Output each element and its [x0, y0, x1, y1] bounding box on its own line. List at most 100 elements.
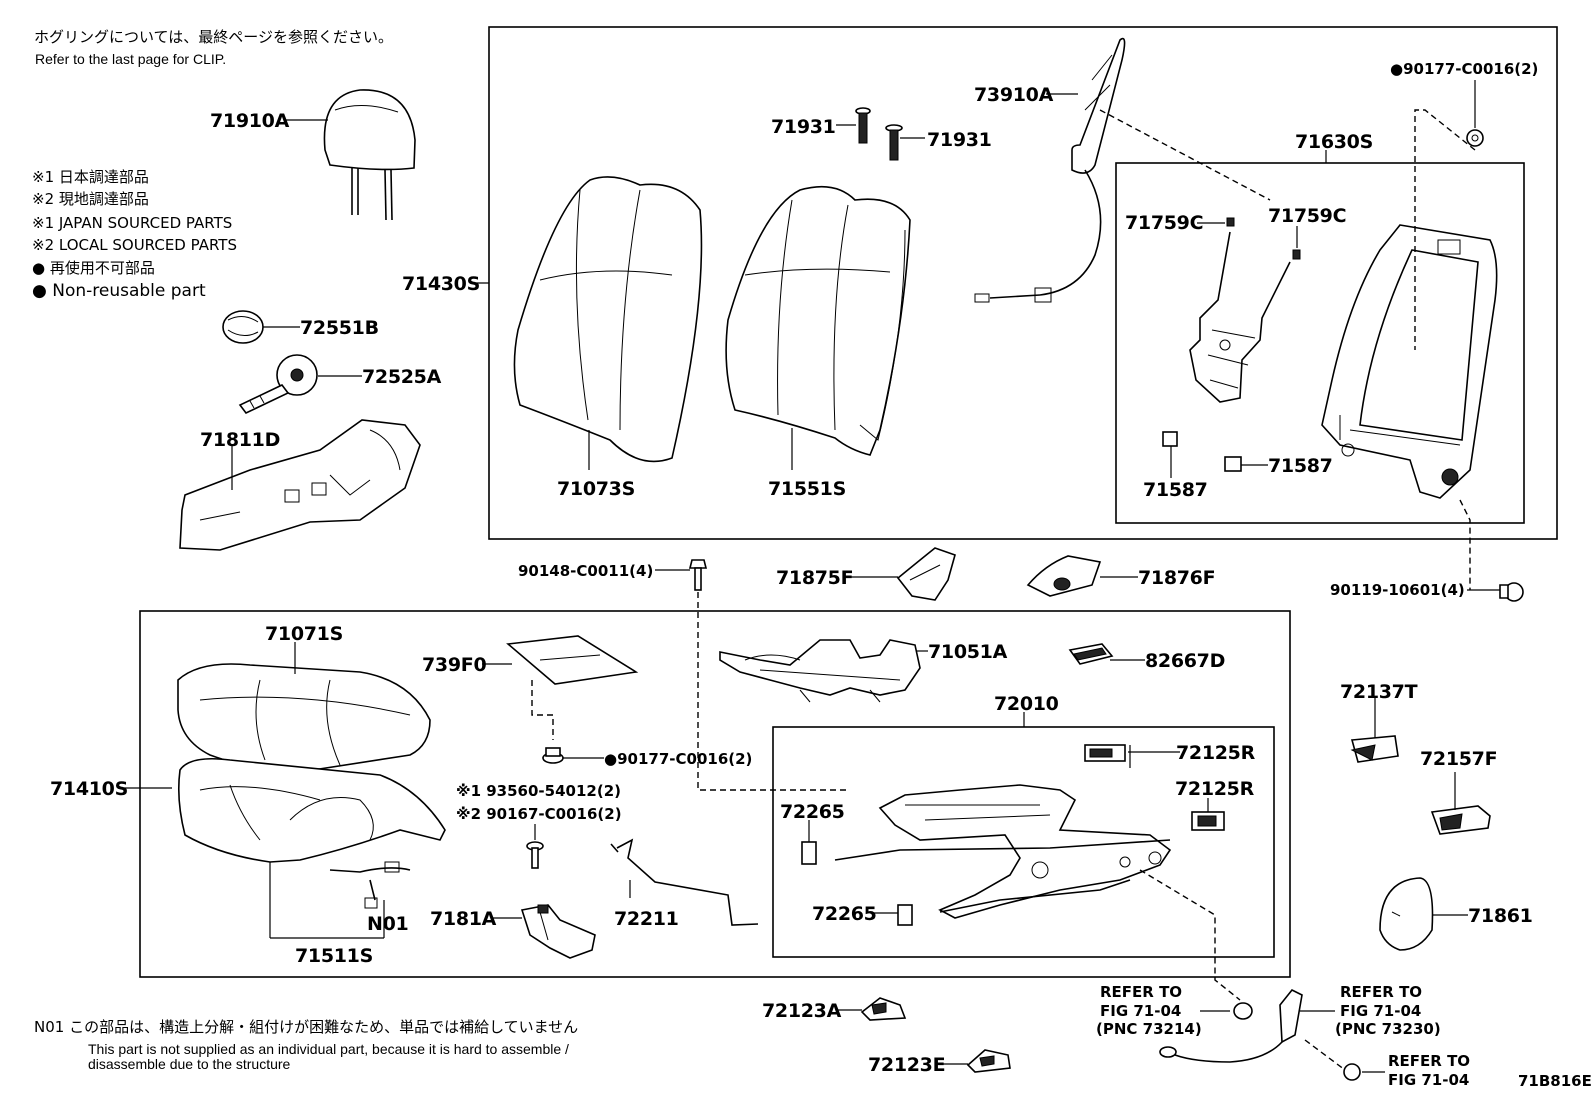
lumbar-support-part[interactable]	[1189, 231, 1291, 403]
clip-part-71759C-a[interactable]	[1226, 217, 1235, 227]
clip-part-82667D[interactable]	[1068, 643, 1114, 665]
nut-part-bottom[interactable]	[1343, 1063, 1361, 1081]
legend-local-jp: ※2 現地調達部品	[32, 190, 149, 208]
headrest-part[interactable]	[323, 89, 416, 221]
clip-note-en: Refer to the last page for CLIP.	[35, 51, 226, 67]
label-739F0: 739F0	[422, 654, 486, 676]
clip-part-72265-a[interactable]	[801, 841, 817, 865]
label-72123A: 72123A	[762, 1000, 842, 1022]
refer-2-line-2[interactable]: FIG 71-04	[1340, 1002, 1421, 1020]
label-72125R-b: 72125R	[1175, 778, 1255, 800]
label-72525A: 72525A	[362, 366, 442, 388]
label-71551S: 71551S	[768, 478, 846, 500]
label-71630S: 71630S	[1295, 131, 1373, 153]
refer-3-line-2[interactable]: FIG 71-04	[1388, 1071, 1469, 1089]
pin-part-a[interactable]	[855, 107, 871, 144]
sheet-part-739F0[interactable]	[506, 635, 639, 685]
refer-1-line-3[interactable]: (PNC 73214)	[1096, 1020, 1202, 1038]
cover-part-72137T[interactable]	[1350, 735, 1399, 763]
label-72211: 72211	[614, 908, 679, 930]
label-71071S: 71071S	[265, 623, 343, 645]
seat-adjuster-part[interactable]	[834, 784, 1172, 919]
refer-3-line-1[interactable]: REFER TO	[1388, 1052, 1470, 1070]
label-72265-b: 72265	[812, 903, 877, 925]
cushion-pad-part[interactable]	[177, 757, 446, 863]
cover-part-72157F[interactable]	[1430, 805, 1491, 835]
bolt-part-90148[interactable]	[688, 559, 708, 591]
refer-2-line-3[interactable]: (PNC 73230)	[1335, 1020, 1441, 1038]
clip-part-71759C-b[interactable]	[1292, 249, 1301, 260]
seatback-frame-group-box	[1115, 162, 1525, 524]
screw-part[interactable]	[526, 841, 544, 869]
clip-part-72265-b[interactable]	[897, 904, 913, 926]
cover-part-72123A[interactable]	[860, 997, 907, 1021]
nut-part-middle[interactable]	[542, 747, 564, 764]
label-71073S: 71073S	[557, 478, 635, 500]
label-7181A: 7181A	[430, 908, 497, 930]
figure-id: 71B816E	[1518, 1072, 1592, 1090]
label-72157F: 72157F	[1420, 748, 1497, 770]
recliner-lever-part[interactable]	[238, 354, 318, 415]
label-71051A: 71051A	[928, 641, 1008, 663]
cover-part-72123E[interactable]	[966, 1049, 1011, 1073]
label-90148: 90148-C0011(4)	[518, 562, 653, 580]
pin-part-b[interactable]	[885, 124, 903, 161]
legend-nonreuse-en: ● Non-reusable part	[32, 281, 206, 301]
label-73910A: 73910A	[974, 84, 1054, 106]
bracket-part-7181A[interactable]	[520, 904, 596, 959]
label-90119: 90119-10601(4)	[1330, 581, 1465, 599]
clip-part-71587-b[interactable]	[1224, 456, 1242, 472]
label-71861: 71861	[1468, 905, 1533, 927]
label-71587-b: 71587	[1268, 455, 1333, 477]
label-72137T: 72137T	[1340, 681, 1418, 703]
wire-harness-part-N01[interactable]	[329, 861, 411, 909]
label-72265-a: 72265	[780, 801, 845, 823]
cushion-cover-part[interactable]	[177, 663, 431, 773]
refer-2-line-1[interactable]: REFER TO	[1340, 983, 1422, 1001]
refer-1-line-2[interactable]: FIG 71-04	[1100, 1002, 1181, 1020]
label-71430S: 71430S	[402, 273, 480, 295]
cover-part-71861[interactable]	[1379, 877, 1434, 951]
label-71876F: 71876F	[1138, 567, 1215, 589]
seatback-pad-part[interactable]	[725, 185, 911, 456]
nut-part-top[interactable]	[1466, 129, 1484, 147]
label-93560: ※1 93560-54012(2)	[456, 782, 621, 800]
label-72125R-a: 72125R	[1176, 742, 1256, 764]
cover-part-71876F[interactable]	[1026, 555, 1102, 597]
bolt-part-90119[interactable]	[1499, 582, 1524, 602]
cover-part-71875F[interactable]	[896, 547, 956, 601]
n01-note-en-2: disassemble due to the structure	[88, 1056, 291, 1072]
label-71931-b: 71931	[927, 129, 992, 151]
seatback-frame-part[interactable]	[1321, 224, 1498, 499]
label-72123E: 72123E	[868, 1054, 945, 1076]
rod-part-72211[interactable]	[610, 838, 759, 926]
label-71759C-a: 71759C	[1125, 212, 1203, 234]
n01-note-jp: N01 この部品は、構造上分解・組付けが困難なため、単品では補給していません	[34, 1018, 578, 1036]
label-82667D: 82667D	[1145, 650, 1225, 672]
label-71759C-b: 71759C	[1268, 205, 1346, 227]
connector-part-72125R-b[interactable]	[1191, 811, 1225, 831]
legend-nonreuse-jp: ● 再使用不可部品	[32, 259, 155, 277]
legend-japan-jp: ※1 日本調達部品	[32, 168, 149, 186]
refer-1-line-1[interactable]: REFER TO	[1100, 983, 1182, 1001]
label-90167: ※2 90167-C0016(2)	[456, 805, 622, 823]
clip-note-jp: ホグリングについては、最終ページを参照ください。	[34, 28, 393, 46]
n01-note-en-1: This part is not supplied as an individu…	[88, 1041, 569, 1057]
knob-cover-part[interactable]	[222, 310, 264, 344]
connector-part-72125R-a[interactable]	[1084, 744, 1126, 762]
seatback-cover-part[interactable]	[513, 176, 703, 463]
clip-part-71587-a[interactable]	[1162, 431, 1178, 447]
cushion-group-box	[139, 610, 1291, 978]
legend-japan-en: ※1 JAPAN SOURCED PARTS	[32, 214, 232, 232]
label-90177-middle: ●90177-C0016(2)	[604, 750, 752, 768]
seat-shield-part[interactable]	[179, 419, 421, 551]
side-airbag-part[interactable]	[974, 37, 1126, 303]
spring-assembly-part[interactable]	[719, 639, 921, 703]
bushing-part[interactable]	[1233, 1002, 1253, 1020]
legend-local-en: ※2 LOCAL SOURCED PARTS	[32, 236, 237, 254]
label-71931-a: 71931	[771, 116, 836, 138]
belt-buckle-part[interactable]	[1159, 988, 1303, 1063]
label-71410S: 71410S	[50, 778, 128, 800]
label-71875F: 71875F	[776, 567, 853, 589]
